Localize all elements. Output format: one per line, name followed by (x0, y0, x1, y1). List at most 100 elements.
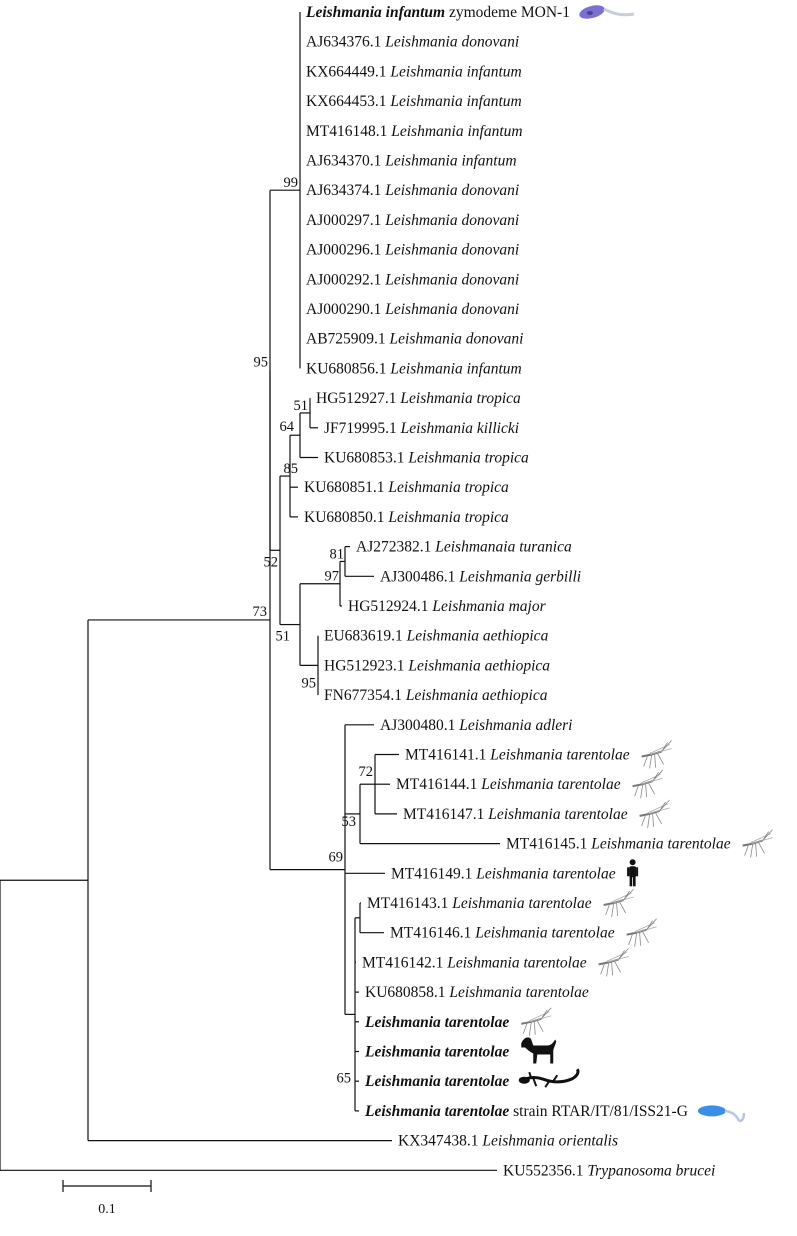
sand-fly-icon (632, 769, 663, 799)
tip-species: Leishmania donovani (384, 301, 519, 318)
tip-species: Leishmania donovani (384, 34, 519, 51)
tip-species: Leishmania tarentolae (475, 865, 615, 882)
tip-label: AB725909.1 Leishmania donovani (306, 331, 523, 348)
tip-accession: KX347438.1 (398, 1133, 482, 1150)
sand-fly-icon (598, 948, 629, 977)
tree-branches (0, 12, 500, 1171)
tip-accession: MT416148.1 (306, 123, 391, 140)
tip-label: Leishmania tarentolae (364, 1073, 509, 1090)
tip-species: Trypanosoma brucei (587, 1162, 715, 1179)
bootstrap-value: 51 (294, 398, 309, 414)
tip-label: AJ300486.1 Leishmania gerbilli (380, 568, 581, 585)
tip-species: Leishmania infantum (384, 153, 516, 170)
tip-label: AJ000296.1 Leishmania donovani (306, 242, 519, 259)
tip-label: KX664449.1 Leishmania infantum (306, 63, 522, 80)
tip-accession: KU680856.1 (306, 360, 390, 377)
tip-species: Leishmania aethiopica (406, 628, 549, 645)
tip-accession: MT416146.1 (390, 925, 475, 942)
tip-species: Leishmania infantum (389, 360, 521, 377)
tip-species: Leishmania donovani (389, 331, 524, 348)
tip-label: AJ000290.1 Leishmania donovani (306, 301, 519, 318)
bootstrap-value: 72 (359, 764, 374, 780)
tip-species: Leishmania tarentolae (364, 1044, 509, 1061)
tip-species: Leishmania infantum (305, 4, 445, 21)
tip-accession: MT416149.1 (391, 865, 476, 882)
tip-accession: AJ272382.1 (356, 539, 435, 556)
sand-fly-icon (626, 918, 657, 947)
tip-label: FN677354.1 Leishmania aethiopica (324, 687, 548, 704)
tip-species: Leishmania tarentolae (364, 1103, 509, 1120)
tip-label: AJ000297.1 Leishmania donovani (306, 212, 519, 229)
tip-species: Leishmania infantum (390, 123, 522, 140)
tip-species: Leishmania donovani (384, 271, 519, 288)
tip-label: KX664453.1 Leishmania infantum (306, 93, 522, 110)
tip-label: MT416144.1 Leishmania tarentolae (396, 776, 621, 793)
tip-species: Leishmania infantum (389, 63, 521, 80)
tip-label: KU552356.1 Trypanosoma brucei (503, 1162, 715, 1179)
tip-label: Leishmania tarentolae (364, 1044, 509, 1061)
tip-accession: KU552356.1 (503, 1162, 587, 1179)
tip-label: MT416143.1 Leishmania tarentolae (367, 895, 592, 912)
sand-fly-icon (641, 740, 672, 769)
tip-species: Leishmania aethiopica (405, 687, 548, 704)
tip-species: Leishmania donovani (384, 242, 519, 259)
tip-species: Leishmania donovani (384, 212, 519, 229)
tip-accession: AJ000297.1 (306, 212, 385, 229)
tip-accession: AJ000290.1 (306, 301, 385, 318)
tip-label: MT416147.1 Leishmania tarentolae (403, 806, 628, 823)
bootstrap-value: 95 (254, 354, 269, 370)
tip-accession: KU680851.1 (304, 479, 388, 496)
tip-species: Leishmania tarentolae (474, 925, 614, 942)
tip-accession: MT416141.1 (405, 747, 490, 764)
tip-label: MT416142.1 Leishmania tarentolae (362, 954, 587, 971)
tip-label: AJ000292.1 Leishmania donovani (306, 271, 519, 288)
tip-accession: AJ300480.1 (380, 717, 459, 734)
bootstrap-value: 95 (302, 675, 317, 691)
tip-label: KU680850.1 Leishmania tropica (304, 509, 509, 526)
tip-species: Leishmania orientalis (481, 1133, 618, 1150)
bootstrap-value: 81 (330, 546, 345, 562)
bootstrap-value: 51 (276, 629, 291, 645)
tip-species: Leishmania tropica (407, 450, 529, 467)
tip-accession: HG512927.1 (316, 390, 400, 407)
tip-accession: EU683619.1 (324, 628, 407, 645)
tip-label: MT416149.1 Leishmania tarentolae (391, 865, 616, 882)
tip-species: Leishmania tropica (387, 509, 509, 526)
tip-species: Leishmania aethiopica (407, 657, 550, 674)
scale-bar-label: 0.1 (98, 1202, 116, 1217)
tip-species: Leishmania tarentolae (451, 895, 591, 912)
tip-accession: AB725909.1 (306, 331, 390, 348)
tip-accession: KU680858.1 (365, 984, 449, 1001)
tip-species: Leishmania donovani (384, 182, 519, 199)
bootstrap-value: 69 (329, 850, 344, 866)
tip-label: HG512927.1 Leishmania tropica (316, 390, 521, 407)
bootstrap-value: 73 (253, 604, 268, 620)
tip-accession: MT416143.1 (367, 895, 452, 912)
tip-label: AJ634370.1 Leishmania infantum (306, 153, 517, 170)
tip-label: AJ634376.1 Leishmania donovani (306, 34, 519, 51)
tip-label: KU680856.1 Leishmania infantum (306, 360, 522, 377)
tip-accession: HG512924.1 (348, 598, 432, 615)
tip-species: Leishmania adleri (458, 717, 572, 734)
bootstrap-value: 85 (284, 461, 299, 477)
tip-label: Leishmania tarentolae strain RTAR/IT/81/… (364, 1103, 688, 1120)
tip-accession: KX664453.1 (306, 93, 390, 110)
tip-species: Leishmania tarentolae (489, 747, 629, 764)
tip-accession: AJ634374.1 (306, 182, 385, 199)
tip-species: Leishmania tarentolae (446, 954, 586, 971)
tip-accession: MT416147.1 (403, 806, 488, 823)
tip-species: Leishmania tarentolae (364, 1073, 509, 1090)
sand-fly-icon (603, 888, 634, 918)
tip-accession: JF719995.1 (324, 420, 401, 437)
tip-accession: AJ000292.1 (306, 271, 385, 288)
promastigote-blue-icon (697, 1105, 746, 1123)
sand-fly-icon (742, 829, 773, 858)
tip-label: KU680851.1 Leishmania tropica (304, 479, 509, 496)
tip-species: Leishmania tropica (387, 479, 509, 496)
tip-species: Leishmania infantum (389, 93, 521, 110)
bootstrap-value: 64 (280, 419, 295, 435)
tip-label: MT416146.1 Leishmania tarentolae (390, 925, 615, 942)
tip-accession: AJ300486.1 (380, 568, 459, 585)
tip-species: Leishmania killicki (400, 420, 519, 437)
